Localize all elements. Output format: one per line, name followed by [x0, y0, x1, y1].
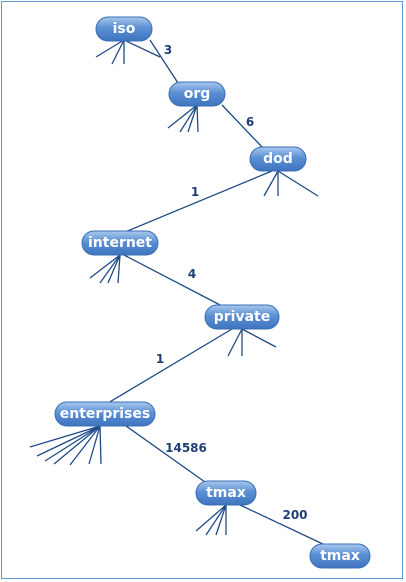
branch-stub — [196, 104, 199, 133]
node-label: org — [184, 86, 211, 102]
branch-stub — [88, 425, 101, 465]
node-pill — [81, 230, 159, 256]
node-iso: iso — [95, 16, 153, 42]
branch-stub — [241, 328, 277, 348]
node-label: internet — [88, 235, 152, 251]
node-pill — [54, 401, 156, 427]
edge-iso-org — [149, 39, 179, 84]
edge-label-internet-private: 4 — [188, 267, 196, 281]
branch-stub — [263, 170, 279, 197]
branch-stubs — [29, 39, 319, 536]
branch-stub — [107, 254, 121, 284]
edge-label-private-enterprises: 1 — [156, 352, 164, 366]
nodes-layer: iso org dod internet private enterprises tmax t… — [54, 16, 371, 569]
branch-stub — [227, 328, 243, 357]
node-label: tmax — [320, 548, 360, 564]
node-internet: internet — [81, 230, 159, 256]
edge-tmax1-tmax2 — [239, 504, 326, 546]
branch-stub — [167, 104, 198, 129]
node-pill — [195, 480, 257, 506]
branch-stub — [187, 104, 198, 133]
branch-stub — [53, 425, 101, 465]
edge-enterprises-tmax1 — [125, 425, 206, 483]
branch-stubs-private — [227, 328, 277, 357]
node-private: private — [204, 304, 280, 330]
node-label: dod — [263, 151, 293, 167]
branch-stub — [99, 425, 102, 465]
node-pill — [95, 16, 153, 42]
edge-private-enterprises — [107, 328, 233, 404]
branch-stubs-enterprises — [29, 425, 102, 466]
branch-stubs-dod — [263, 170, 319, 197]
branch-stub — [111, 39, 125, 65]
edge-labels-layer: 3 6 1 4 1 14586 200 — [156, 43, 308, 522]
node-label: tmax — [206, 485, 246, 501]
node-pill — [204, 304, 280, 330]
branch-stub — [123, 39, 161, 58]
node-label: enterprises — [60, 406, 150, 422]
branch-stub — [99, 254, 121, 284]
node-pill — [249, 146, 307, 172]
edge-label-tmax1-tmax2: 200 — [282, 508, 307, 522]
branch-stub — [95, 39, 125, 58]
branch-stub — [277, 170, 319, 197]
edge-label-org-dod: 6 — [246, 115, 254, 129]
branch-stub — [29, 425, 101, 448]
branch-stubs-internet — [89, 254, 121, 284]
branch-stub — [179, 104, 198, 133]
edge-label-enterprises-tmax1: 14586 — [165, 441, 207, 455]
node-pill — [309, 543, 371, 569]
branch-stub — [117, 254, 121, 284]
branch-stub — [36, 425, 101, 457]
node-tmax1: tmax — [195, 480, 257, 506]
node-dod: dod — [249, 146, 307, 172]
node-enterprises: enterprises — [54, 401, 156, 427]
edge-org-dod — [221, 104, 263, 148]
branch-stub — [195, 504, 227, 532]
node-label: private — [214, 309, 271, 325]
branch-stub — [215, 504, 227, 536]
node-label: iso — [113, 21, 136, 37]
edge-dod-internet — [124, 170, 273, 233]
branch-stubs-org — [167, 104, 199, 133]
branch-stub — [89, 254, 121, 279]
branch-stubs-tmax1 — [195, 504, 227, 536]
node-pill — [168, 81, 226, 107]
edge-internet-private — [123, 254, 223, 307]
edges-layer — [107, 39, 326, 546]
branch-stubs-iso — [95, 39, 161, 65]
edge-label-iso-org: 3 — [164, 43, 172, 57]
edge-label-dod-internet: 1 — [191, 185, 199, 199]
branch-stub — [69, 425, 101, 466]
node-tmax2: tmax — [309, 543, 371, 569]
node-org: org — [168, 81, 226, 107]
branch-stub — [44, 425, 101, 462]
branch-stub — [205, 504, 227, 536]
